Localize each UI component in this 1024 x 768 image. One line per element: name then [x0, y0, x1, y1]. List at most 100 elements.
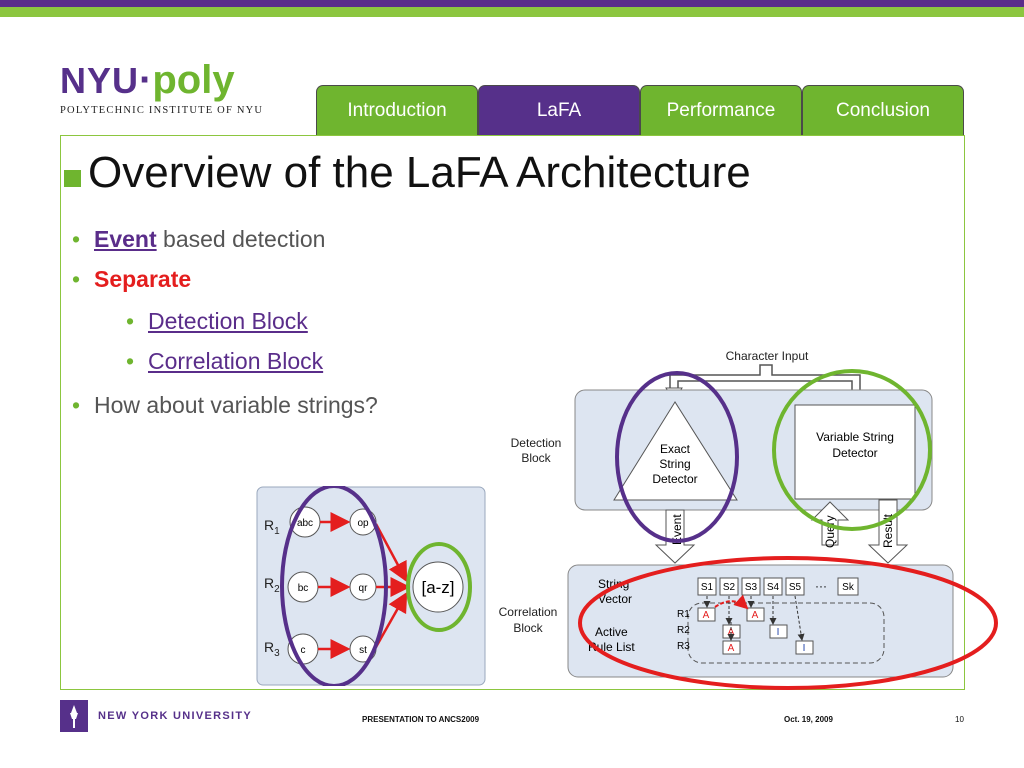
- tab-conclusion-label: Conclusion: [836, 99, 930, 121]
- svg-text:S1: S1: [701, 582, 714, 593]
- svg-text:S5: S5: [789, 582, 802, 593]
- tab-performance[interactable]: Performance: [640, 85, 802, 135]
- detection-block-label-2: Block: [521, 451, 551, 465]
- active-rule-list: [687, 602, 885, 664]
- tab-lafa[interactable]: LaFA: [478, 85, 640, 135]
- result-arrow: [867, 499, 909, 564]
- tab-performance-label: Performance: [666, 99, 776, 121]
- svg-text:S2: S2: [723, 582, 736, 593]
- svg-text:bc: bc: [298, 583, 309, 594]
- logo-subtitle: POLYTECHNIC INSTITUTE OF NYU: [60, 105, 264, 116]
- variable-label-1: Variable String: [816, 430, 894, 444]
- bullet-event: •Event based detection: [72, 226, 326, 252]
- bullet-detection-block: •Detection Block: [126, 308, 308, 334]
- bullet-event-rest: based detection: [156, 226, 326, 252]
- node-qr: qr: [349, 573, 377, 601]
- variable-string-node: [a-z]: [412, 561, 464, 613]
- query-label: Query: [823, 515, 837, 548]
- footer-nyu-name: NEW YORK UNIVERSITY: [98, 710, 253, 722]
- logo-poly: poly: [152, 58, 235, 102]
- correlation-block-link[interactable]: Correlation Block: [148, 348, 324, 374]
- string-vector-label-1: String: [598, 577, 629, 591]
- active-rule-label-1: Active: [595, 625, 628, 639]
- rule-row-r3: R3: [677, 641, 690, 652]
- svg-text:abc: abc: [297, 518, 313, 529]
- lafa-architecture-diagram: Character Input Detection Block Exact St…: [499, 349, 998, 690]
- green-variable-highlight: [772, 369, 932, 531]
- purple-highlight-ellipse: [280, 486, 388, 686]
- bullet-correlation-block: •Correlation Block: [126, 348, 324, 374]
- red-correlation-highlight: [578, 556, 998, 690]
- vector-ellipsis: ···: [815, 579, 827, 593]
- bullet-event-keyword[interactable]: Event: [94, 226, 157, 252]
- rule-cell-a2: A: [752, 610, 759, 621]
- green-highlight-ellipse: [406, 542, 472, 632]
- rule-cell-a4: A: [728, 643, 735, 654]
- exact-label-2: String: [659, 457, 690, 471]
- vector-cell-s1: [697, 577, 717, 596]
- exact-label-1: Exact: [660, 442, 691, 456]
- svg-text:c: c: [301, 645, 306, 656]
- bullet-variable-strings: •How about variable strings?: [72, 392, 378, 418]
- node-bc: bc: [287, 571, 319, 603]
- logo-nyu: NYU: [60, 60, 140, 101]
- rule-graph-diagram: R1 R2 R3 abc op bc qr c st [a-z]: [256, 486, 486, 686]
- rule-row-r2: R2: [677, 625, 690, 636]
- event-label: Event: [670, 514, 684, 545]
- arrow-op-target: [374, 523, 408, 583]
- variable-string-detector: [794, 404, 916, 500]
- query-arrow: [810, 501, 850, 546]
- event-arrow: [654, 509, 696, 564]
- footer-page-number: 10: [955, 715, 964, 724]
- variable-label-2: Detector: [832, 446, 877, 460]
- bullet-separate-text: Separate: [94, 266, 192, 292]
- red-transition-arrow: [714, 594, 749, 610]
- correlation-block-label-2: Block: [513, 621, 543, 635]
- rule-label-r1: R1: [264, 517, 280, 537]
- title-bullet-square: [64, 170, 81, 187]
- rule-cell-i1: I: [777, 627, 780, 638]
- tab-lafa-label: LaFA: [536, 99, 582, 121]
- vector-cell-s2: [719, 577, 739, 596]
- nyu-torch-logo: [60, 700, 88, 732]
- vector-cell-s4: [763, 577, 783, 596]
- top-purple-bar: [0, 0, 1024, 7]
- tab-introduction[interactable]: Introduction: [316, 85, 478, 135]
- detection-block-link[interactable]: Detection Block: [148, 308, 308, 334]
- exact-label-3: Detector: [652, 472, 697, 486]
- purple-exact-highlight: [615, 371, 739, 543]
- correlation-block-label-1: Correlation: [499, 605, 558, 619]
- character-input-label: Character Input: [726, 349, 809, 363]
- svg-text:[a-z]: [a-z]: [421, 578, 454, 597]
- nyu-poly-logo: NYU·poly POLYTECHNIC INSTITUTE OF NYU: [60, 58, 263, 116]
- string-vector-label-2: Vector: [598, 592, 632, 606]
- rule-label-r3: R3: [264, 639, 280, 659]
- content-frame: [60, 135, 965, 690]
- top-green-bar: [0, 7, 1024, 17]
- svg-text:st: st: [359, 645, 367, 656]
- detection-block-label-1: Detection: [511, 436, 562, 450]
- svg-text:op: op: [357, 518, 369, 529]
- svg-text:qr: qr: [359, 583, 369, 594]
- tab-conclusion[interactable]: Conclusion: [802, 85, 964, 135]
- bullet-variable-strings-text: How about variable strings?: [94, 392, 378, 418]
- bullet-separate: •Separate: [72, 266, 192, 292]
- vector-cell-sk: [837, 577, 859, 596]
- svg-text:S3: S3: [745, 582, 758, 593]
- slide-title: Overview of the LaFA Architecture: [88, 148, 751, 197]
- rule-row-r1: R1: [677, 609, 690, 620]
- arrow-st-target: [374, 591, 408, 648]
- rule-label-r2: R2: [264, 575, 280, 595]
- svg-text:Sk: Sk: [842, 582, 855, 593]
- rule-cell-a1: A: [703, 610, 710, 621]
- footer-presentation: PRESENTATION TO ANCS2009: [362, 715, 480, 724]
- logo-dot: ·: [139, 58, 153, 102]
- svg-text:S4: S4: [767, 582, 780, 593]
- footer-date: Oct. 19, 2009: [784, 715, 833, 724]
- rule-cell-i2: I: [803, 643, 806, 654]
- tab-introduction-label: Introduction: [347, 99, 447, 121]
- vector-cell-s5: [785, 577, 805, 596]
- vector-cell-s3: [741, 577, 761, 596]
- exact-string-detector: [613, 401, 738, 501]
- torch-icon: [70, 705, 78, 728]
